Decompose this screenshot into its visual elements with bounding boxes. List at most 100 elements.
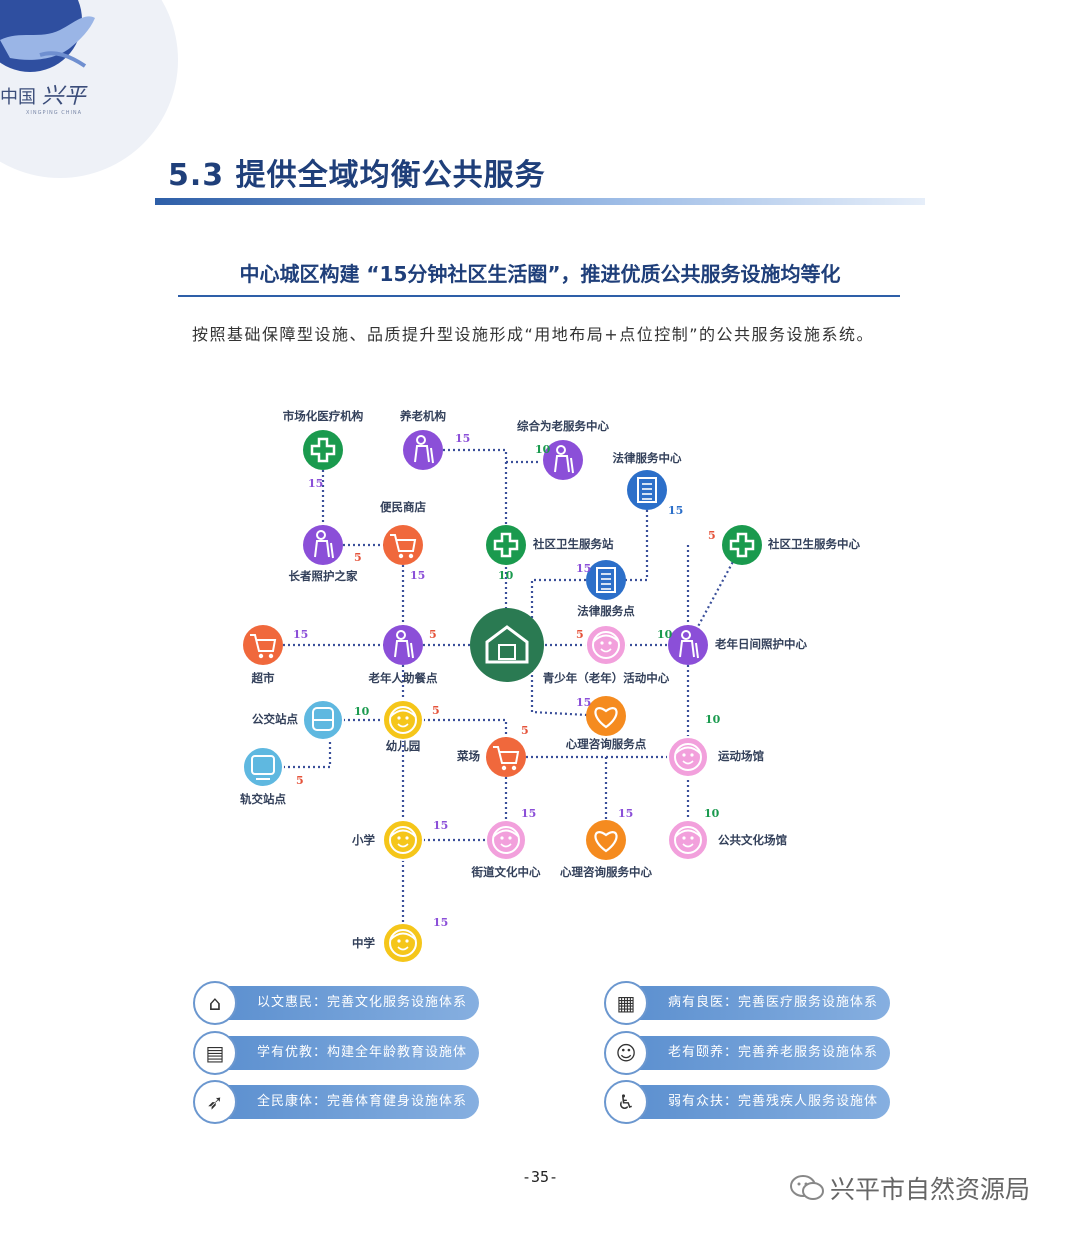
node-label: 便民商店: [380, 500, 426, 514]
minutes-label: 5: [429, 628, 437, 641]
smiley-icon: [667, 736, 709, 778]
minutes-label: 15: [521, 807, 536, 820]
runner-icon: ➶: [193, 1080, 237, 1124]
service-node: 街道文化中心 15: [471, 807, 541, 879]
smiley-icon: [667, 819, 709, 861]
service-node: 长者照护之家 5: [289, 525, 362, 583]
service-node: 便民商店 15: [380, 500, 426, 582]
cart-icon: [243, 625, 283, 665]
minutes-label: 15: [433, 916, 448, 929]
service-node: 轨交站点 5: [240, 746, 304, 806]
section-title: 5.3 提供全域均衡公共服务: [168, 158, 546, 193]
category-pill: 以文惠民：完善文化服务设施体系: [213, 986, 479, 1020]
subtitle-underline: [178, 295, 900, 297]
minutes-label: 15: [576, 696, 591, 709]
minutes-label: 15: [576, 562, 591, 575]
smiley-icon: [585, 624, 627, 666]
logo-subtext: XINGPING CHINA: [26, 110, 83, 116]
minutes-label: 5: [576, 628, 584, 641]
home-door: [498, 644, 516, 660]
train-icon: [242, 746, 284, 788]
house-culture-icon: ⌂: [193, 981, 237, 1025]
minutes-label: 15: [410, 569, 425, 582]
minutes-label: 10: [704, 807, 720, 820]
page-number: -35-: [521, 1168, 559, 1186]
node-label: 市场化医疗机构: [283, 409, 364, 423]
minutes-label: 5: [708, 529, 716, 542]
service-node: 法律服务点 15: [576, 560, 635, 618]
logo-text: 中国 兴平: [0, 84, 86, 109]
watermark: 兴平市自然资源局: [790, 1170, 1030, 1206]
minutes-label: 5: [296, 774, 304, 787]
service-node: 社区卫生服务站 10: [486, 525, 614, 582]
connector-line: [321, 450, 405, 645]
service-network-diagram: 市场化医疗机构15养老机构15综合为老服务中心10法律服务中心15便民商店15长…: [240, 409, 860, 964]
body-paragraph: 按照基础保障型设施、品质提升型设施形成“用地布局+点位控制”的公共服务设施系统。: [192, 325, 874, 344]
hospital-icon: ▦: [604, 981, 648, 1025]
node-label: 长者照护之家: [289, 569, 358, 583]
minutes-label: 5: [354, 551, 362, 564]
node-label: 街道文化中心: [471, 865, 541, 879]
book-icon: ▤: [193, 1031, 237, 1075]
minutes-label: 15: [455, 432, 470, 445]
cart-icon: [383, 525, 423, 565]
child-icon: [382, 922, 424, 964]
service-node: 法律服务中心 15: [613, 451, 684, 517]
node-label: 中学: [352, 936, 375, 950]
elderly-couple-icon: ☺: [604, 1031, 648, 1075]
service-node: 养老机构 15: [399, 409, 470, 470]
minutes-label: 5: [521, 724, 529, 737]
node-label: 老年人助餐点: [368, 671, 438, 685]
service-node: 小学 15: [351, 819, 448, 861]
subtitle: 中心城区构建 “15分钟社区生活圈”，推进优质公共服务设施均等化: [239, 262, 841, 286]
node-label: 轨交站点: [240, 792, 286, 806]
service-node: 菜场 5: [456, 724, 529, 777]
minutes-label: 10: [498, 569, 514, 582]
node-label: 法律服务中心: [613, 451, 682, 465]
category-pill: 病有良医：完善医疗服务设施体系: [624, 986, 890, 1020]
wechat-icon: [790, 1175, 824, 1200]
service-node: 公交站点 10: [252, 699, 370, 741]
minutes-label: 15: [433, 819, 448, 832]
child-icon: [382, 819, 424, 861]
minutes-label: 10: [535, 443, 551, 456]
node-label: 老年日间照护中心: [714, 637, 807, 651]
logo: 中国 兴平 XINGPING CHINA: [0, 0, 180, 180]
heart-icon: [586, 820, 626, 860]
node-label: 小学: [351, 833, 375, 847]
connector-lines: [263, 448, 743, 943]
document-icon: [586, 560, 626, 600]
minutes-label: 10: [354, 705, 370, 718]
node-label: 公交站点: [252, 712, 298, 726]
node-label: 养老机构: [399, 409, 446, 423]
node-label: 运动场馆: [718, 749, 764, 763]
medical-cross-icon: [722, 525, 762, 565]
child-icon: [382, 699, 424, 741]
document-icon: [627, 470, 667, 510]
node-label: 菜场: [456, 749, 480, 763]
node-label: 综合为老服务中心: [517, 419, 609, 433]
connector-line: [263, 720, 332, 769]
minutes-label: 10: [657, 628, 673, 641]
node-label: 社区卫生服务站: [532, 537, 614, 551]
medical-cross-icon: [303, 430, 343, 470]
category-pill: 老有颐养：完善养老服务设施体系: [624, 1036, 890, 1070]
node-label: 幼儿园: [386, 739, 421, 753]
node-label: 法律服务点: [577, 604, 635, 618]
service-node: 老年人助餐点 5: [368, 625, 438, 685]
cart-icon: [486, 737, 526, 777]
category-pill: 全民康体：完善体育健身设施体系: [213, 1085, 479, 1119]
node-label: 心理咨询服务中心: [560, 865, 652, 879]
service-node: 综合为老服务中心 10: [517, 419, 609, 480]
service-node: 心理咨询服务点 15: [566, 696, 647, 751]
connector-line: [530, 645, 607, 718]
node-label: 心理咨询服务点: [566, 737, 647, 751]
minutes-label: 15: [668, 504, 683, 517]
node-label: 青少年（老年）活动中心: [543, 671, 670, 685]
